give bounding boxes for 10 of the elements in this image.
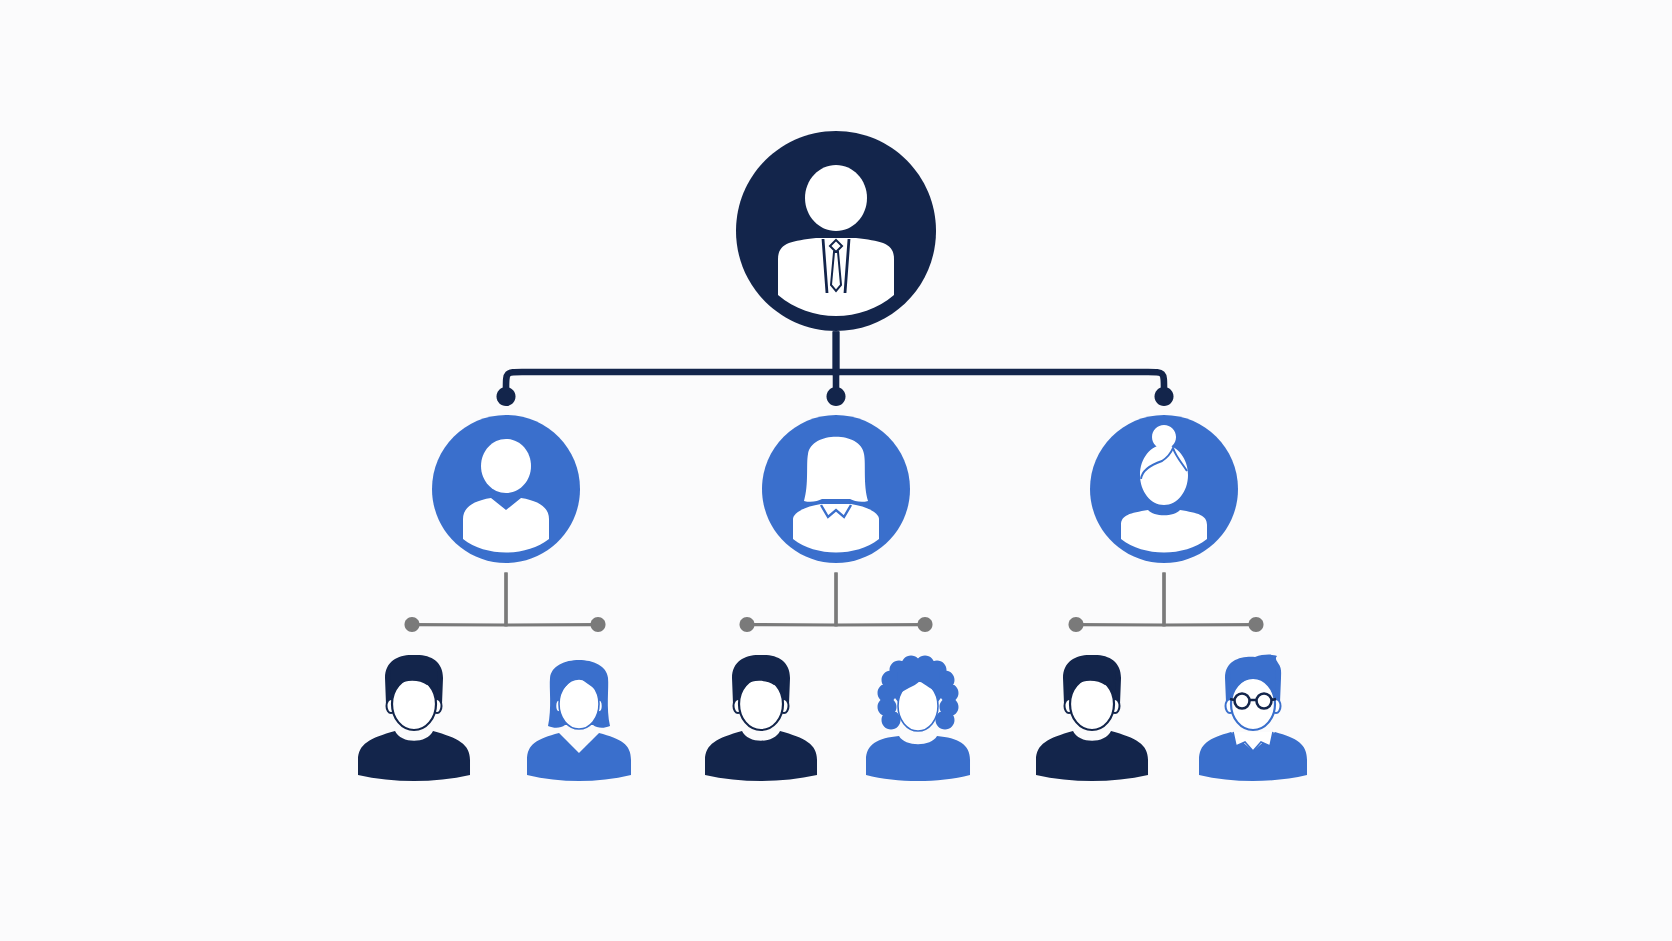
avatar-circle: [1090, 415, 1238, 563]
person-icon: [527, 660, 631, 781]
avatar-circle: [432, 415, 580, 563]
person-icon: [866, 655, 970, 781]
person-icon: [1036, 654, 1148, 781]
avatar-circle: [736, 131, 936, 331]
avatar-circle: [762, 415, 910, 563]
person-icon: [1199, 654, 1307, 781]
person-icon: [358, 654, 470, 781]
person-icon: [705, 654, 817, 781]
